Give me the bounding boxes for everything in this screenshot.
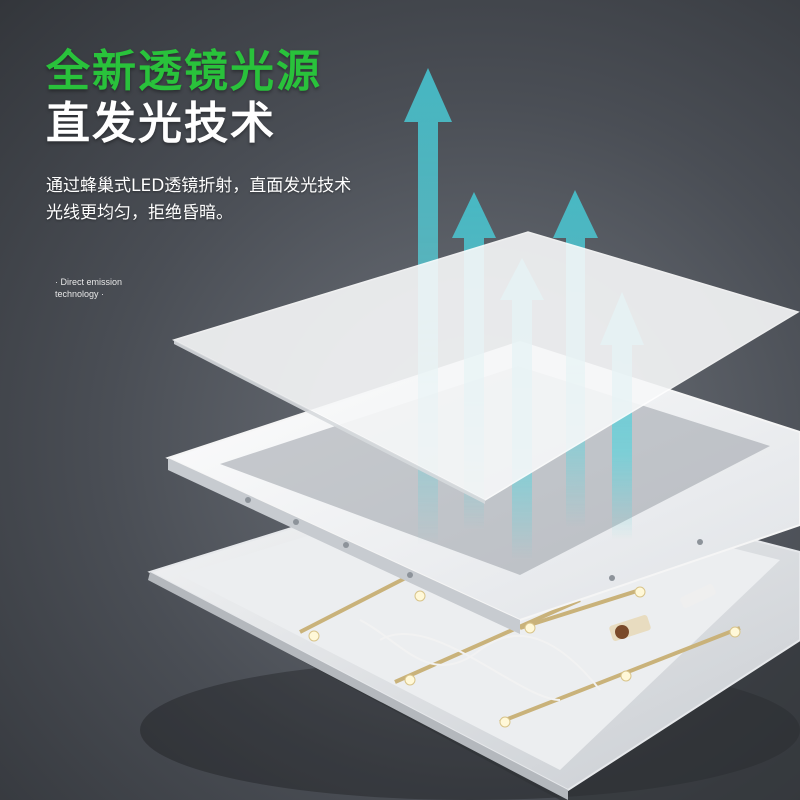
diffuser-plate — [172, 231, 800, 504]
english-subtitle-line-2: technology · — [55, 289, 105, 299]
description-line-1: 通过蜂巢式LED透镜折射，直面发光技术 — [46, 176, 352, 196]
english-subtitle: · Direct emission technology · — [55, 276, 122, 300]
description-line-2: 光线更均匀，拒绝昏暗。 — [46, 203, 233, 223]
wire — [359, 619, 601, 701]
connector — [680, 583, 716, 609]
coil-component — [615, 625, 629, 639]
english-subtitle-line-1: · Direct emission — [55, 277, 123, 287]
headline-white: 直发光技术 — [46, 98, 276, 149]
led-chip — [308, 586, 741, 728]
led-strip — [299, 543, 741, 724]
headline-green: 全新透镜光源 — [46, 46, 322, 97]
